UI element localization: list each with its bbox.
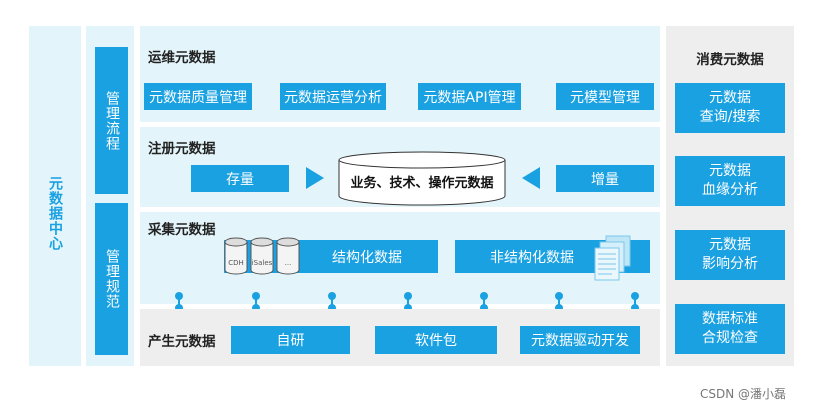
source-cylinder-isales: iSales (250, 237, 274, 275)
connector-line (175, 292, 183, 312)
consume-metadata-title: 消费元数据 (696, 52, 764, 68)
connector-line (555, 292, 563, 312)
isales-label: iSales (251, 259, 273, 267)
produce-metadata-title: 产生元数据 (148, 334, 216, 350)
connector-line (404, 292, 412, 312)
compliance-check-line2: 合规检查 (702, 330, 758, 346)
connector-line (252, 292, 260, 312)
cdh-label: CDH (228, 259, 244, 267)
increment-button[interactable]: 增量 (556, 165, 654, 192)
meta-model-management-button[interactable]: 元模型管理 (556, 83, 654, 110)
more-sources-label: ... (284, 259, 292, 267)
arrow-left-icon (522, 167, 540, 189)
document-stack-icon (594, 235, 631, 281)
connector-line (631, 292, 639, 312)
stock-button[interactable]: 存量 (191, 165, 289, 192)
api-management-button[interactable]: 元数据API管理 (418, 83, 521, 110)
metadata-center-panel: 元数据中心 (29, 26, 81, 366)
impact-analysis-card[interactable]: 元数据 影响分析 (675, 230, 785, 280)
connector-line (328, 292, 336, 312)
arrow-right-icon (306, 167, 324, 189)
metadata-center-label: 元数据中心 (47, 176, 63, 251)
software-package-button[interactable]: 软件包 (375, 326, 497, 354)
unstructured-data-label: 非结构化数据 (490, 249, 574, 266)
collect-metadata-title: 采集元数据 (148, 222, 216, 238)
query-search-line1: 元数据 (709, 90, 751, 106)
query-search-line2: 查询/搜索 (699, 109, 761, 125)
register-metadata-title: 注册元数据 (148, 141, 216, 157)
structured-data-label: 结构化数据 (332, 249, 402, 266)
source-cylinder-cdh: CDH (224, 237, 248, 275)
compliance-check-card[interactable]: 数据标准 合规检查 (675, 304, 785, 354)
connector-line (480, 292, 488, 312)
lineage-analysis-line1: 元数据 (709, 163, 751, 179)
metadata-driven-dev-button[interactable]: 元数据驱动开发 (520, 326, 640, 354)
management-process-bar: 管理流程 (95, 47, 128, 194)
impact-analysis-line2: 影响分析 (702, 256, 758, 272)
business-tech-ops-metadata-label: 业务、技术、操作元数据 (350, 176, 494, 191)
self-developed-button[interactable]: 自研 (231, 326, 350, 354)
source-cylinder-more: ... (276, 237, 300, 275)
quality-management-button[interactable]: 元数据质量管理 (144, 83, 252, 110)
compliance-check-line1: 数据标准 (702, 311, 758, 327)
database-cylinder-icon (338, 151, 506, 206)
lineage-analysis-line2: 血缘分析 (702, 182, 758, 198)
query-search-card[interactable]: 元数据 查询/搜索 (675, 83, 785, 133)
watermark: CSDN @潘小磊 (700, 387, 787, 401)
management-standard-bar: 管理规范 (95, 203, 128, 355)
ops-metadata-title: 运维元数据 (148, 50, 216, 66)
lineage-analysis-card[interactable]: 元数据 血缘分析 (675, 156, 785, 206)
impact-analysis-line1: 元数据 (709, 237, 751, 253)
operations-analysis-button[interactable]: 元数据运营分析 (280, 83, 386, 110)
